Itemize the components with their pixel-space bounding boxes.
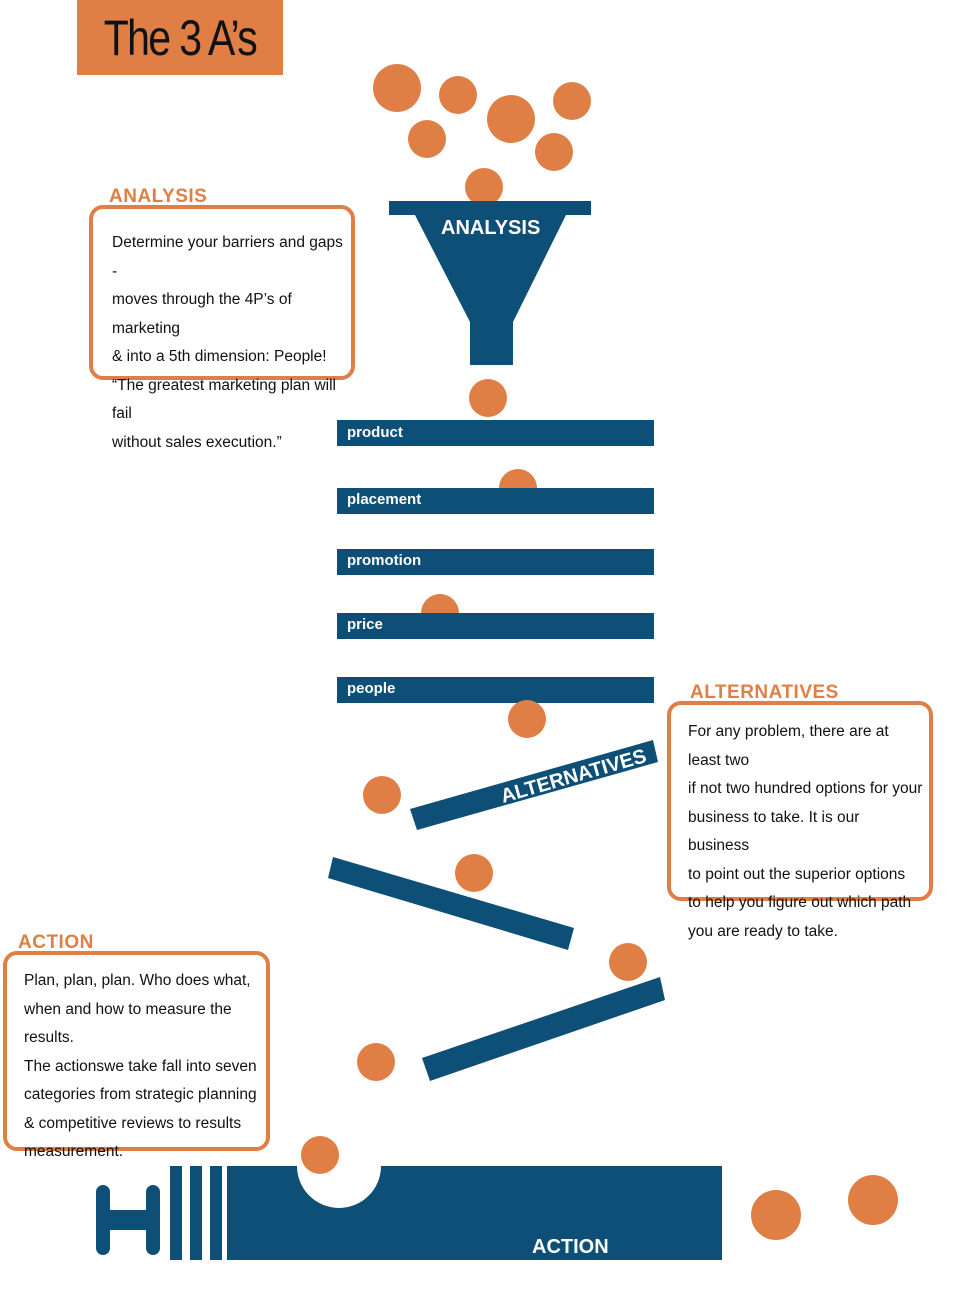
alternative-ramps: [328, 740, 665, 1081]
ball: [439, 76, 477, 114]
action-card: Plan, plan, plan. Who does what, when an…: [3, 951, 270, 1160]
alternatives-line: For any problem, there are at least two: [688, 723, 889, 769]
ball: [421, 594, 459, 613]
analysis-heading: ANALYSIS: [109, 186, 208, 207]
alternatives-line: business to take. It is our business: [688, 808, 860, 855]
ball: [751, 1190, 801, 1240]
ramp-alternatives: [410, 740, 658, 830]
ramp-balls: [357, 776, 647, 1081]
analysis-line: & into a 5th dimension: People!: [112, 348, 327, 365]
alternatives-card: For any problem, there are at least two …: [667, 701, 933, 940]
ramp-label-alternatives: ALTERNATIVES: [498, 745, 649, 808]
bar-label-price: price: [347, 616, 383, 633]
action-line: when and how to measure the results.: [24, 1000, 232, 1047]
bar-label-placement: placement: [347, 491, 422, 508]
action-heading: ACTION: [18, 932, 94, 953]
base-stripe: [210, 1166, 222, 1260]
ball: [499, 469, 537, 488]
analysis-line: “The greatest marketing plan will fail: [112, 376, 336, 423]
ramp: [328, 857, 574, 950]
action-line: categories from strategic planning: [24, 1086, 257, 1103]
ball: [465, 168, 503, 206]
alternatives-heading: ALTERNATIVES: [690, 682, 839, 703]
ball: [357, 1043, 395, 1081]
action-line: The actionswe take fall into seven: [24, 1057, 257, 1075]
ball: [373, 64, 421, 112]
alternatives-line: you are ready to take.: [688, 922, 838, 940]
analysis-line: Determine your barriers and gaps -: [112, 234, 343, 280]
ball: [508, 700, 546, 738]
bar-product: [337, 420, 654, 446]
ball: [469, 379, 507, 417]
action-line: Plan, plan, plan. Who does what,: [24, 972, 251, 989]
page-title: The 3 A’s: [103, 9, 258, 66]
alternatives-line: if not two hundred options for your: [688, 780, 923, 797]
analysis-line: moves through the 4P’s of marketing: [112, 291, 292, 337]
base-h-shape: [96, 1185, 160, 1255]
base-block: [227, 1166, 722, 1260]
alternatives-line: to help you figure out which path: [688, 894, 912, 911]
action-base: [96, 1166, 722, 1260]
ball: [553, 82, 591, 120]
bar-label-product: product: [347, 424, 403, 441]
ball: [301, 1136, 339, 1174]
ball: [848, 1175, 898, 1225]
ball-cluster: [373, 64, 591, 206]
ball: [535, 133, 573, 171]
ball: [487, 95, 535, 143]
ball: [363, 776, 401, 814]
bar-balls: [421, 379, 546, 738]
ball: [455, 854, 493, 892]
alternatives-line: to point out the superior options: [688, 865, 906, 883]
action-balls: [301, 1136, 898, 1240]
analysis-line: without sales execution.”: [112, 433, 282, 451]
bar-promotion: [337, 549, 654, 575]
title-banner: The 3 A’s: [77, 0, 283, 75]
analysis-funnel: [389, 201, 591, 365]
ramp: [422, 977, 665, 1081]
action-line: & competitive reviews to results: [24, 1114, 242, 1132]
marketing-bars: [337, 420, 654, 703]
bar-label-promotion: promotion: [347, 552, 422, 569]
action-base-label: ACTION: [532, 1236, 609, 1258]
bar-people: [337, 677, 654, 703]
bar-price: [337, 613, 654, 639]
base-stripe: [190, 1166, 202, 1260]
bar-placement: [337, 488, 654, 514]
action-line: measurement.: [24, 1143, 124, 1160]
analysis-card: Determine your barriers and gaps - moves…: [89, 205, 355, 451]
ball: [609, 943, 647, 981]
base-stripe: [170, 1166, 182, 1260]
bar-label-people: people: [347, 680, 396, 697]
funnel-label: ANALYSIS: [441, 217, 541, 239]
ball: [408, 120, 446, 158]
